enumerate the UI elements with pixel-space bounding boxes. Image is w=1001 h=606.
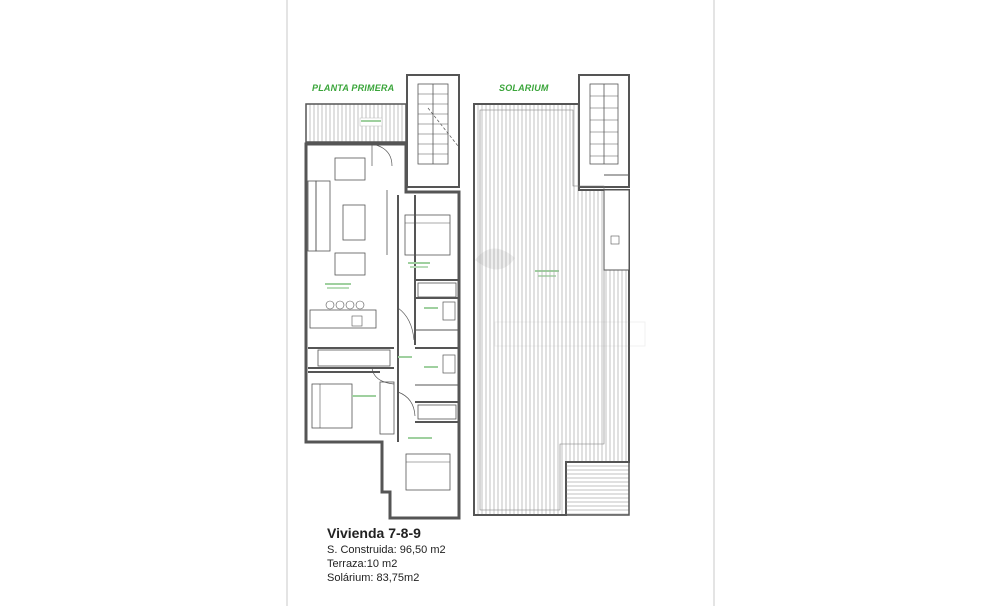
built-area-text: S. Construida: 96,50 m2 <box>327 544 446 556</box>
stair-tower <box>406 74 460 188</box>
bedroom-1-bed <box>404 214 451 256</box>
watermark-logo <box>475 248 646 347</box>
bedroom-3-bed <box>405 453 451 491</box>
solarium-slats <box>565 461 630 516</box>
terrace-area-text: Terraza:10 m2 <box>327 558 398 570</box>
exterior-walls <box>304 142 461 520</box>
solarium-deck <box>473 103 630 516</box>
solarium-label: SOLARIUM <box>499 83 549 93</box>
bedroom-2-bed <box>311 383 353 429</box>
unit-caption: Vivienda 7-8-9 S. Construida: 96,50 m2 T… <box>327 525 446 585</box>
unit-title: Vivienda 7-8-9 <box>327 525 421 541</box>
first-floor-plan <box>304 74 461 520</box>
terrace-hatch <box>305 103 407 143</box>
solarium-plan <box>473 74 630 516</box>
solarium-area-text: Solárium: 83,75m2 <box>327 572 420 584</box>
first-floor-label: PLANTA PRIMERA <box>312 83 395 93</box>
